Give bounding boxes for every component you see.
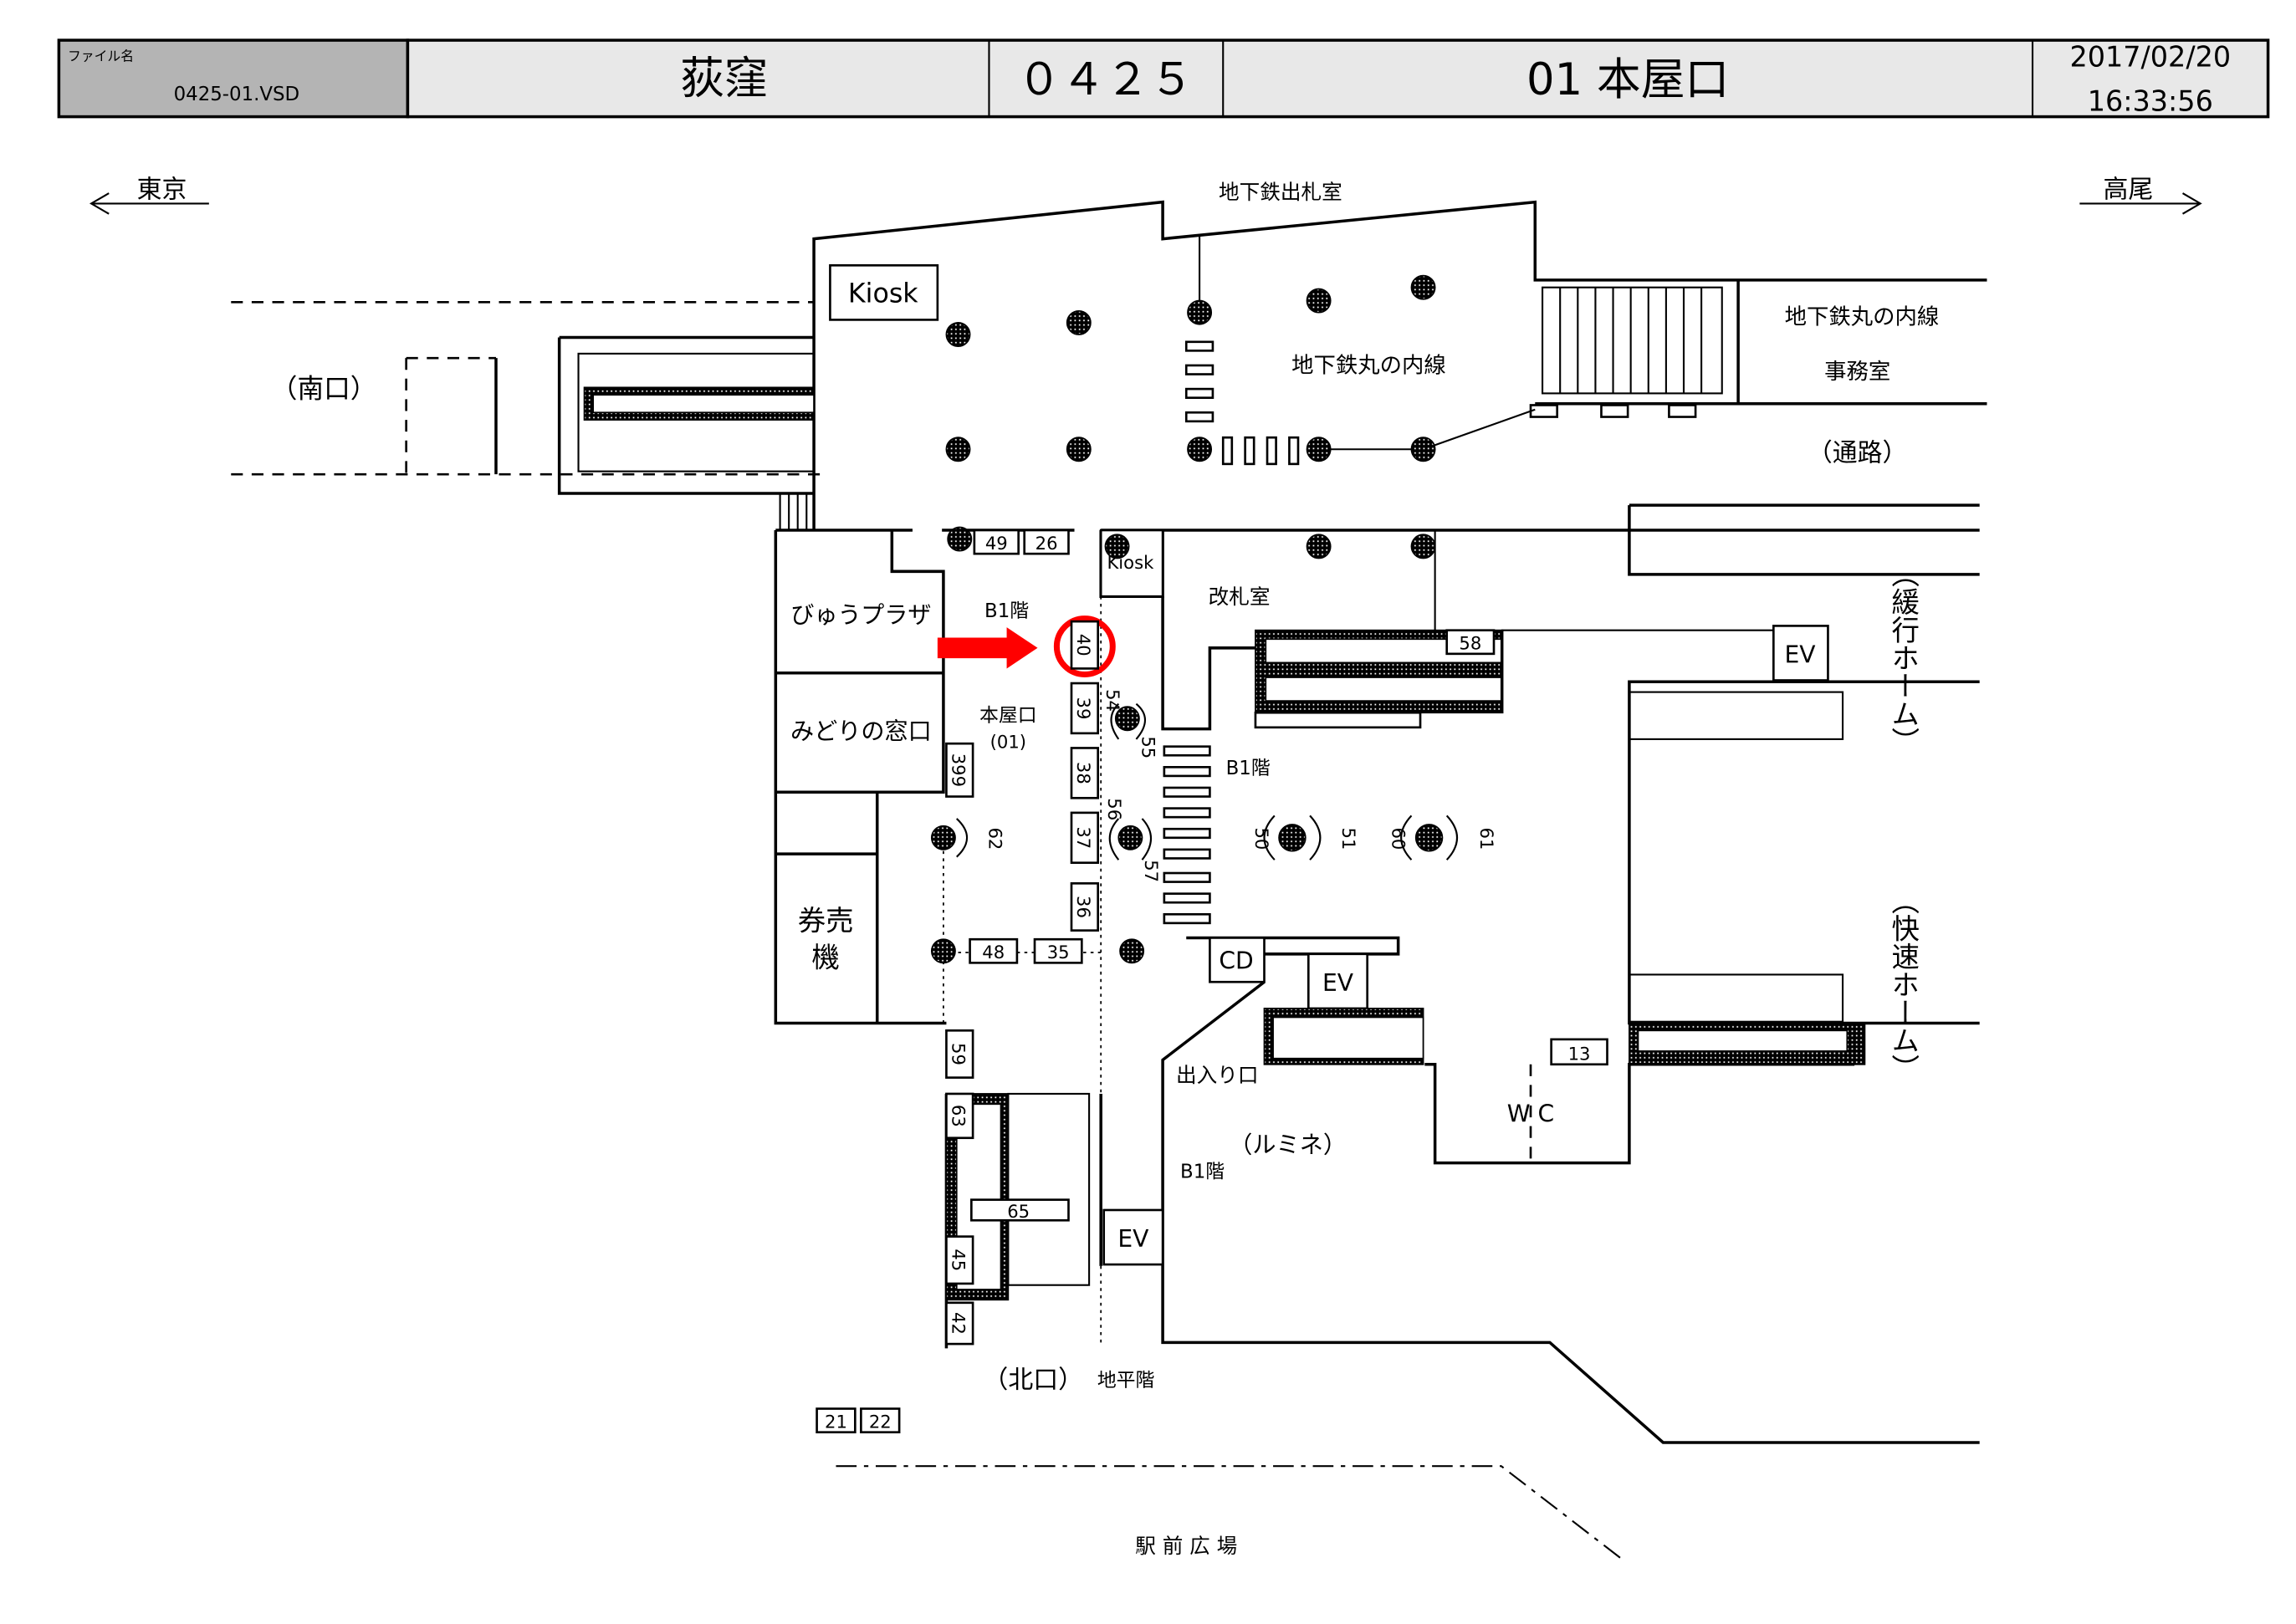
lumine-label: （ルミネ） xyxy=(1229,1131,1347,1158)
num-61: 61 xyxy=(1476,827,1497,850)
num-57: 57 xyxy=(1141,860,1162,882)
local-platform-label: （緩行ホーム） xyxy=(1887,559,1920,755)
cd-label: CD xyxy=(1219,947,1253,974)
num-26: 26 xyxy=(1036,533,1058,554)
north-exit-label: （北口） xyxy=(983,1366,1083,1395)
num-65: 65 xyxy=(1007,1201,1030,1222)
num-36: 36 xyxy=(1073,896,1094,918)
num-60: 60 xyxy=(1388,827,1409,850)
num-50: 50 xyxy=(1251,827,1272,850)
kiosk-top-label: Kiosk xyxy=(848,278,918,309)
ev-label-2: EV xyxy=(1322,969,1354,997)
takao-label: 高尾 xyxy=(2103,175,2153,204)
marunouchi-line-label: 地下鉄丸の内線 xyxy=(1291,354,1446,379)
num-54: 54 xyxy=(1102,689,1123,712)
marunouchi-office-label: 地下鉄丸の内線 xyxy=(1785,305,1940,330)
entrance-label: 出入り口 xyxy=(1176,1063,1259,1087)
honya-label: 本屋口 xyxy=(979,705,1037,727)
num-399: 399 xyxy=(948,753,969,787)
num-59: 59 xyxy=(948,1043,969,1065)
ev-label-3: EV xyxy=(1117,1225,1149,1253)
num-56: 56 xyxy=(1104,798,1125,820)
num-21: 21 xyxy=(825,1411,847,1432)
current-location-arrow-icon xyxy=(937,627,1038,669)
platform-stairs xyxy=(1628,691,1866,1065)
num-63: 63 xyxy=(948,1105,969,1127)
passage-label: （通路） xyxy=(1808,438,1908,467)
south-exit-label: （南口） xyxy=(271,375,377,405)
date: 2017/02/20 xyxy=(2069,41,2231,74)
number-labels: 49 26 58 48 35 65 13 21 22 40 39 38 37 3… xyxy=(816,529,1608,1433)
station-name: 荻窪 xyxy=(680,53,769,104)
view-plaza-label: びゅうプラザ xyxy=(790,601,931,629)
ground-floor-label: 地平階 xyxy=(1097,1370,1155,1392)
station-code: ０４２５ xyxy=(1017,54,1194,105)
camera-arcs xyxy=(956,702,1458,861)
b1-label-b: B1階 xyxy=(1226,758,1271,779)
header-bar: ファイル名 0425-01.VSD 荻窪 ０４２５ 01 本屋口 2017/02… xyxy=(57,38,2270,119)
ticket-gates xyxy=(1163,745,1211,925)
num-39: 39 xyxy=(1073,697,1094,720)
station-plaza-label: 駅 前 広 場 xyxy=(1135,1534,1237,1558)
num-22: 22 xyxy=(869,1411,892,1432)
file-name: 0425-01.VSD xyxy=(174,84,300,105)
num-48: 48 xyxy=(982,942,1005,963)
num-45: 45 xyxy=(948,1249,969,1271)
exit-name: 01 本屋口 xyxy=(1526,54,1729,105)
tokyo-label: 東京 xyxy=(137,175,187,204)
num-38: 38 xyxy=(1073,762,1094,784)
num-35: 35 xyxy=(1047,942,1070,963)
num-49: 49 xyxy=(985,533,1008,554)
num-51: 51 xyxy=(1338,827,1359,850)
direction-takao: 高尾 xyxy=(2079,175,2202,215)
honya-number-label: (01) xyxy=(990,731,1026,752)
midori-label: みどりの窓口 xyxy=(790,718,932,745)
ev-label-1: EV xyxy=(1784,641,1816,668)
num-42: 42 xyxy=(948,1312,969,1335)
ev-box-3 xyxy=(1102,1208,1164,1266)
ticket-machine-label: 券売 xyxy=(798,905,854,937)
num-55: 55 xyxy=(1138,736,1158,758)
num-40: 40 xyxy=(1073,634,1094,656)
highlight-circle-icon xyxy=(1053,615,1116,677)
subway-concourse: Kiosk 地下鉄出札室 地下鉄丸の内線 地下鉄丸の内線 事務室 （通路） xyxy=(812,180,1987,531)
kiosk-top xyxy=(829,263,939,321)
time: 16:33:56 xyxy=(2088,85,2213,118)
num-58: 58 xyxy=(1459,633,1481,654)
num-62: 62 xyxy=(984,827,1005,850)
ticket-machine-label-2: 機 xyxy=(811,942,839,974)
num-37: 37 xyxy=(1073,826,1094,849)
gate-room-label: 改札室 xyxy=(1209,585,1271,609)
ev-box-2 xyxy=(1307,952,1369,1010)
b1-label-c: B1階 xyxy=(1180,1161,1225,1182)
subway-ticket-room-label: 地下鉄出札室 xyxy=(1219,180,1342,204)
wc-label: W C xyxy=(1507,1100,1554,1127)
columns xyxy=(930,274,1444,964)
num-13: 13 xyxy=(1568,1043,1591,1064)
cd-box xyxy=(1209,937,1266,983)
south-exit-area: （南口） xyxy=(231,300,825,531)
file-label: ファイル名 xyxy=(68,49,134,64)
rapid-platform-label: （快速ホーム） xyxy=(1887,886,1920,1082)
gate-escalator xyxy=(1254,629,1504,729)
b1-label-a: B1階 xyxy=(984,600,1029,622)
direction-tokyo: 東京 xyxy=(89,175,209,215)
office-label: 事務室 xyxy=(1824,360,1890,385)
